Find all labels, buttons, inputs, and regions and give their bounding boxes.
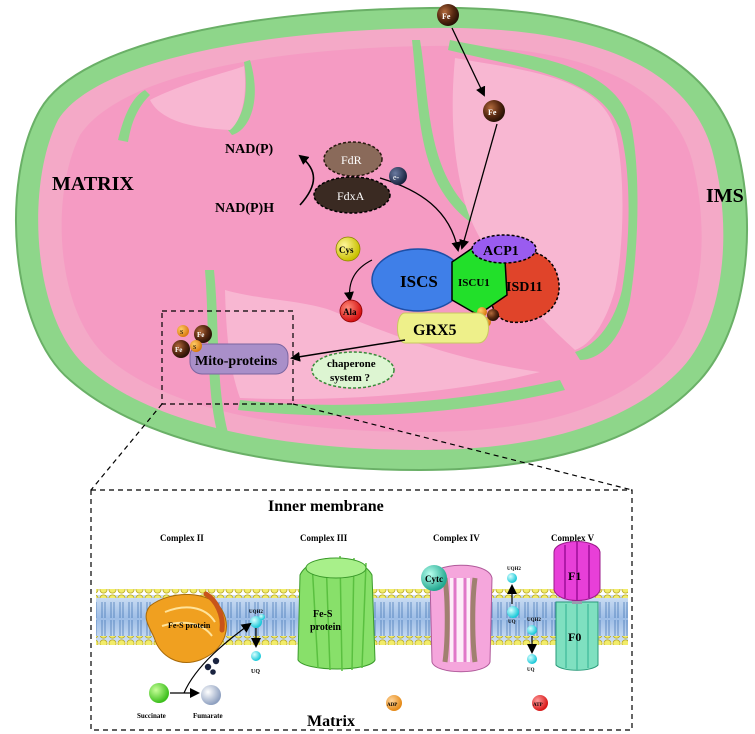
atp-label: ATP <box>533 703 543 708</box>
mito-proteins-label: Mito-proteins <box>195 354 278 369</box>
fumarate-label: Fumarate <box>193 712 223 720</box>
grx5-to-mito-arrow <box>290 339 406 362</box>
uq-b-label: UQ <box>508 620 516 625</box>
fes-protein-ii-label: Fe-S protein <box>168 621 211 630</box>
fe-ion-top-label: Fe <box>442 12 451 21</box>
uq-c-molecule <box>527 654 537 664</box>
acp1-protein <box>471 234 537 264</box>
fes-protein-iii-label-2: protein <box>310 622 341 633</box>
fe-import-arrow-2 <box>459 123 498 250</box>
matrix-pocket-1 <box>150 66 246 130</box>
ala-label: Ala <box>343 307 357 317</box>
matrix-label: MATRIX <box>52 173 134 195</box>
chaperone-label-line1: chaperone <box>327 358 376 370</box>
cluster-s-b-label: S <box>193 345 196 351</box>
complex-iii-protein <box>297 555 376 672</box>
complex-ii-label: Complex II <box>160 533 204 543</box>
uq-cluster-a <box>250 616 262 628</box>
electron-label: e- <box>393 173 400 182</box>
electron <box>389 167 407 185</box>
electron-dot-b <box>212 657 220 665</box>
matrix-pocket-3 <box>225 290 540 400</box>
grx5-protein <box>397 312 489 344</box>
fdxa-label: FdxA <box>337 189 365 203</box>
nadph-label: NAD(P)H <box>215 201 274 216</box>
crista-6 <box>238 380 565 416</box>
crista-4 <box>448 40 638 360</box>
crista-2 <box>228 60 255 135</box>
complex-ii-to-uq-arrow <box>183 622 252 694</box>
adp-molecule <box>386 695 402 711</box>
electron-dot-c <box>210 669 216 675</box>
fe-ion-mid-label: Fe <box>488 108 497 117</box>
cytc-protein <box>421 565 447 591</box>
fumarate-molecule <box>201 685 221 705</box>
uqh2-a-label: UQH2 <box>249 610 263 615</box>
inset-title: Inner membrane <box>268 498 384 515</box>
nadp-label: NAD(P) <box>225 142 274 157</box>
fdr-label: FdR <box>341 153 362 167</box>
atp-molecule <box>532 695 548 711</box>
f0-label: F0 <box>568 630 581 644</box>
cys-label: Cys <box>339 245 354 255</box>
nadph-to-nadp-arrow <box>298 154 315 206</box>
chaperone-system <box>311 351 395 389</box>
grx5-label: GRX5 <box>413 322 457 339</box>
fe-import-arrow-1 <box>451 27 486 97</box>
uqh2-c-molecule <box>527 625 537 635</box>
uq-a-label: UQ <box>251 669 260 675</box>
uq-c-label: UQ <box>527 668 535 673</box>
complex-v-protein <box>553 541 601 671</box>
complex-iv-label: Complex IV <box>433 533 480 543</box>
complex-ii-protein <box>145 591 227 663</box>
mito-proteins-box <box>189 343 289 375</box>
uq-cluster-b <box>259 614 265 620</box>
complex-v-label: Complex V <box>551 533 595 543</box>
acp1-label: ACP1 <box>483 244 519 259</box>
uqh2-b-label: UQH2 <box>507 567 521 572</box>
iscs-label: ISCS <box>400 272 438 291</box>
iscu1-label: ISCU1 <box>458 277 490 289</box>
complex-iii-label: Complex III <box>300 533 348 543</box>
cluster-fe-b-label: Fe <box>175 346 182 354</box>
ims-label: IMS <box>706 185 744 207</box>
mitochondrion <box>15 6 748 472</box>
crista-3 <box>412 40 475 222</box>
cluster-fe-a-label: Fe <box>197 331 204 339</box>
crista-1 <box>118 90 150 142</box>
uq-b-molecule <box>507 606 519 618</box>
fdr-protein <box>323 141 383 177</box>
matrix-bottom-label: Matrix <box>307 713 355 730</box>
cys-molecule <box>335 236 361 262</box>
chaperone-label-line2: system ? <box>330 372 370 384</box>
isd11-label: ISD11 <box>506 280 543 295</box>
uqh2-b-molecule <box>507 573 517 583</box>
zoom-guide-right <box>292 403 633 491</box>
zoom-guide-left <box>90 403 163 491</box>
isd11-protein <box>489 250 560 324</box>
zoom-region-box <box>161 310 294 405</box>
electron-dot-a <box>204 663 212 671</box>
cys-to-ala-arrow <box>343 259 373 302</box>
complex-iv-protein <box>429 564 493 673</box>
fdxa-protein <box>313 176 391 214</box>
adp-label: ADP <box>387 703 397 708</box>
fes-protein-iii-label-1: Fe-S <box>313 609 333 620</box>
fe-ion-top <box>437 4 459 26</box>
f1-label: F1 <box>568 569 581 583</box>
uqh2-c-label: UQH2 <box>527 618 541 623</box>
ala-molecule <box>339 299 363 323</box>
fes-cluster-mito: Fe Fe S S <box>172 325 212 358</box>
cytc-label: Cytc <box>425 574 443 584</box>
cluster-s-a-label: S <box>180 330 183 336</box>
succinate-molecule <box>149 683 169 703</box>
fe-ion-mid <box>483 100 505 122</box>
succinate-label: Succinate <box>137 712 166 720</box>
uq-a-molecule <box>251 651 261 661</box>
